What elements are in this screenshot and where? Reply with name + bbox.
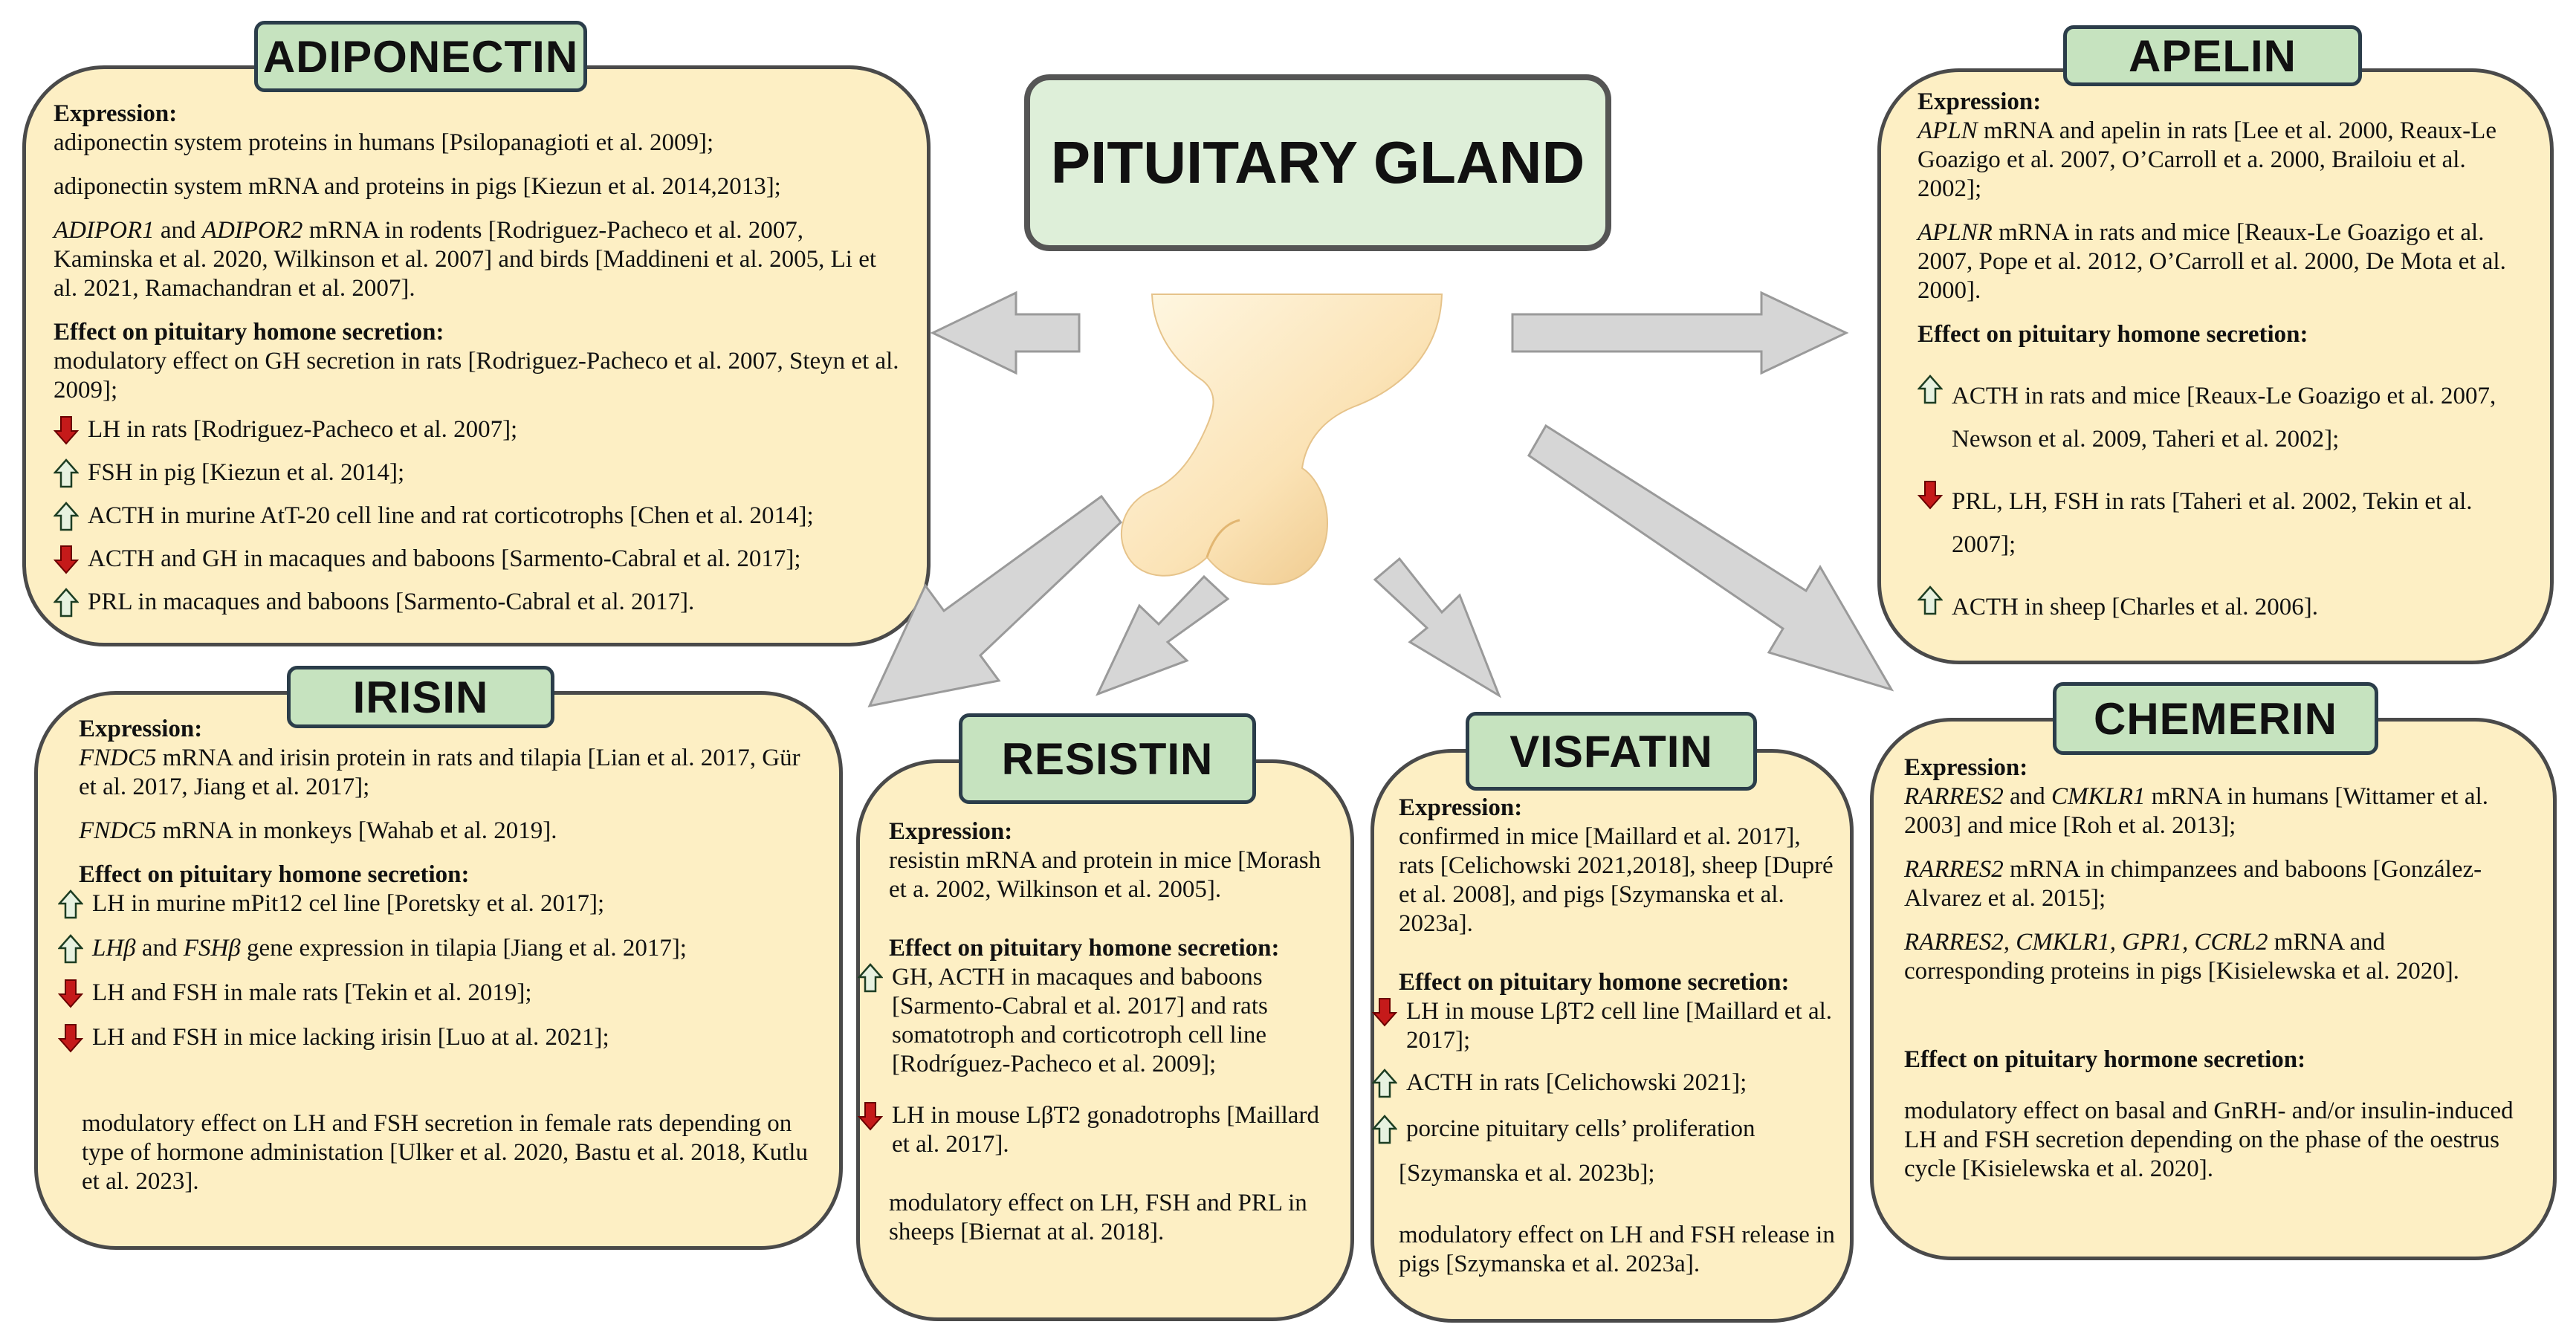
- irisin-effect-1: LH in murine mPit12 cel line [Poretsky e…: [58, 889, 815, 919]
- up-arrow-icon: [58, 889, 91, 919]
- down-arrow-icon: [858, 1101, 890, 1131]
- effect-heading: Effect on pituitary homone secretion:: [54, 319, 444, 346]
- adiponectin-effect-1: LH in rats [Rodriguez-Pacheco et al. 200…: [54, 415, 901, 445]
- visfatin-extra: [Szymanska et al. 2023b];: [1399, 1160, 1655, 1187]
- irisin-effect-4: LH and FSH in mice lacking irisin [Luo a…: [58, 1023, 815, 1053]
- adiponectin-expr-2: adiponectin system mRNA and proteins in …: [54, 173, 781, 200]
- up-arrow-icon: [54, 502, 86, 531]
- up-arrow-icon: [1918, 375, 1950, 404]
- visfatin-effect-1: LH in mouse LβT2 cell line [Maillard et …: [1372, 997, 1837, 1055]
- apelin-tag: APELIN: [2063, 25, 2362, 86]
- gland-crease: [1206, 519, 1240, 558]
- arrow-to-apelin: [1511, 291, 1849, 375]
- chemerin-content: Expression: RARRES2 and CMKLR1 mRNA in h…: [1904, 753, 2528, 1184]
- expression-heading: Expression:: [79, 716, 203, 742]
- effect-heading: Effect on pituitary homone secretion:: [79, 861, 470, 888]
- chemerin-expr-1: RARRES2 and CMKLR1 mRNA in humans [Witta…: [1904, 783, 2488, 839]
- arrow-to-adiponectin: [930, 291, 1081, 375]
- chemerin-note: modulatory effect on basal and GnRH- and…: [1904, 1098, 2514, 1182]
- expression-heading: Expression:: [54, 100, 178, 127]
- adiponectin-effect-text: modulatory effect on GH secretion in rat…: [54, 348, 899, 403]
- visfatin-expr: confirmed in mice [Maillard et al. 2017]…: [1399, 823, 1834, 937]
- up-arrow-icon: [1918, 586, 1950, 615]
- irisin-panel: [34, 691, 843, 1250]
- down-arrow-icon: [1918, 480, 1950, 510]
- resistin-note: modulatory effect on LH, FSH and PRL in …: [889, 1190, 1307, 1245]
- irisin-content: Expression: FNDC5 mRNA and irisin protei…: [58, 715, 815, 1196]
- adiponectin-effect-4: ACTH and GH in macaques and baboons [Sar…: [54, 545, 901, 574]
- apelin-effect-3: ACTH in sheep [Charles et al. 2006].: [1918, 586, 2512, 629]
- expression-heading: Expression:: [1399, 794, 1523, 821]
- down-arrow-icon: [58, 1023, 91, 1053]
- resistin-content: Expression: resistin mRNA and protein in…: [858, 817, 1335, 1247]
- effect-heading: Effect on pituitary hormone secretion:: [1904, 1046, 2306, 1073]
- arrow-to-chemerin: [1527, 424, 1894, 692]
- adiponectin-expr-1: adiponectin system proteins in humans [P…: [54, 129, 714, 156]
- irisin-expr-2: FNDC5 mRNA in monkeys [Wahab et al. 2019…: [79, 817, 557, 844]
- irisin-effect-2: LHβ and FSHβ gene expression in tilapia …: [58, 934, 815, 964]
- apelin-effect-1: ACTH in rats and mice [Reaux-Le Goazigo …: [1918, 375, 2512, 461]
- adiponectin-effect-3: ACTH in murine AtT-20 cell line and rat …: [54, 502, 901, 531]
- adiponectin-panel: [22, 65, 931, 646]
- irisin-expr-1: FNDC5 mRNA and irisin protein in rats an…: [79, 745, 800, 800]
- up-arrow-icon: [1372, 1115, 1405, 1144]
- up-arrow-icon: [54, 588, 86, 617]
- effect-heading: Effect on pituitary homone secretion:: [889, 935, 1280, 962]
- chemerin-expr-2: RARRES2 mRNA in chimpanzees and baboons …: [1904, 856, 2482, 912]
- visfatin-note: modulatory effect on LH and FSH release …: [1399, 1222, 1835, 1277]
- down-arrow-icon: [1372, 997, 1405, 1027]
- irisin-tag: IRISIN: [287, 666, 554, 728]
- apelin-expr-1: APLN mRNA and apelin in rats [Lee et al.…: [1918, 117, 2496, 202]
- adiponectin-tag: ADIPONECTIN: [254, 21, 587, 92]
- visfatin-tag: VISFATIN: [1466, 712, 1757, 791]
- down-arrow-icon: [58, 979, 91, 1008]
- irisin-note: modulatory effect on LH and FSH secretio…: [82, 1110, 808, 1195]
- apelin-panel: [1877, 68, 2554, 664]
- up-arrow-icon: [1372, 1069, 1405, 1098]
- irisin-effect-3: LH and FSH in male rats [Tekin et al. 20…: [58, 979, 815, 1008]
- resistin-tag: RESISTIN: [959, 713, 1256, 804]
- down-arrow-icon: [54, 415, 86, 445]
- adiponectin-effect-2: FSH in pig [Kiezun et al. 2014];: [54, 458, 901, 488]
- visfatin-panel: [1370, 749, 1854, 1323]
- chemerin-expr-3: RARRES2, CMKLR1, GPR1, CCRL2 mRNA and co…: [1904, 929, 2459, 985]
- arrow-to-visfatin: [1373, 557, 1502, 698]
- expression-heading: Expression:: [1904, 754, 2028, 781]
- resistin-expr: resistin mRNA and protein in mice [Moras…: [889, 847, 1321, 903]
- apelin-effect-2: PRL, LH, FSH in rats [Taheri et al. 2002…: [1918, 480, 2512, 566]
- up-arrow-icon: [58, 934, 91, 964]
- down-arrow-icon: [54, 545, 86, 574]
- chemerin-panel: [1870, 718, 2557, 1260]
- adiponectin-expr-3: ADIPOR1 and ADIPOR2 mRNA in rodents [Rod…: [54, 217, 877, 302]
- resistin-panel: [856, 759, 1354, 1321]
- up-arrow-icon: [858, 963, 890, 993]
- apelin-expr-2: APLNR mRNA in rats and mice [Reaux-Le Go…: [1918, 219, 2506, 304]
- visfatin-effect-2: ACTH in rats [Celichowski 2021];: [1372, 1069, 1837, 1098]
- pituitary-gland-image: [1120, 294, 1443, 586]
- effect-heading: Effect on pituitary homone secretion:: [1918, 321, 2308, 348]
- resistin-effect-2: LH in mouse LβT2 gonadotrophs [Maillard …: [858, 1101, 1335, 1159]
- arrow-to-irisin: [867, 494, 1122, 708]
- visfatin-effect-3: porcine pituitary cells’ proliferation: [1372, 1115, 1837, 1144]
- effect-heading: Effect on pituitary homone secretion:: [1399, 969, 1790, 996]
- resistin-effect-1: GH, ACTH in macaques and baboons [Sarmen…: [858, 963, 1335, 1079]
- adiponectin-effect-5: PRL in macaques and baboons [Sarmento-Ca…: [54, 588, 901, 617]
- up-arrow-icon: [54, 458, 86, 488]
- arrow-to-resistin: [1096, 574, 1230, 696]
- chemerin-tag: CHEMERIN: [2053, 682, 2378, 755]
- adiponectin-content: Expression: adiponectin system proteins …: [54, 100, 901, 617]
- expression-heading: Expression:: [1918, 88, 2042, 115]
- visfatin-content: Expression: confirmed in mice [Maillard …: [1372, 794, 1837, 1279]
- apelin-content: Expression: APLN mRNA and apelin in rats…: [1918, 88, 2512, 629]
- page-title: PITUITARY GLAND: [1024, 74, 1611, 251]
- expression-heading: Expression:: [889, 818, 1013, 845]
